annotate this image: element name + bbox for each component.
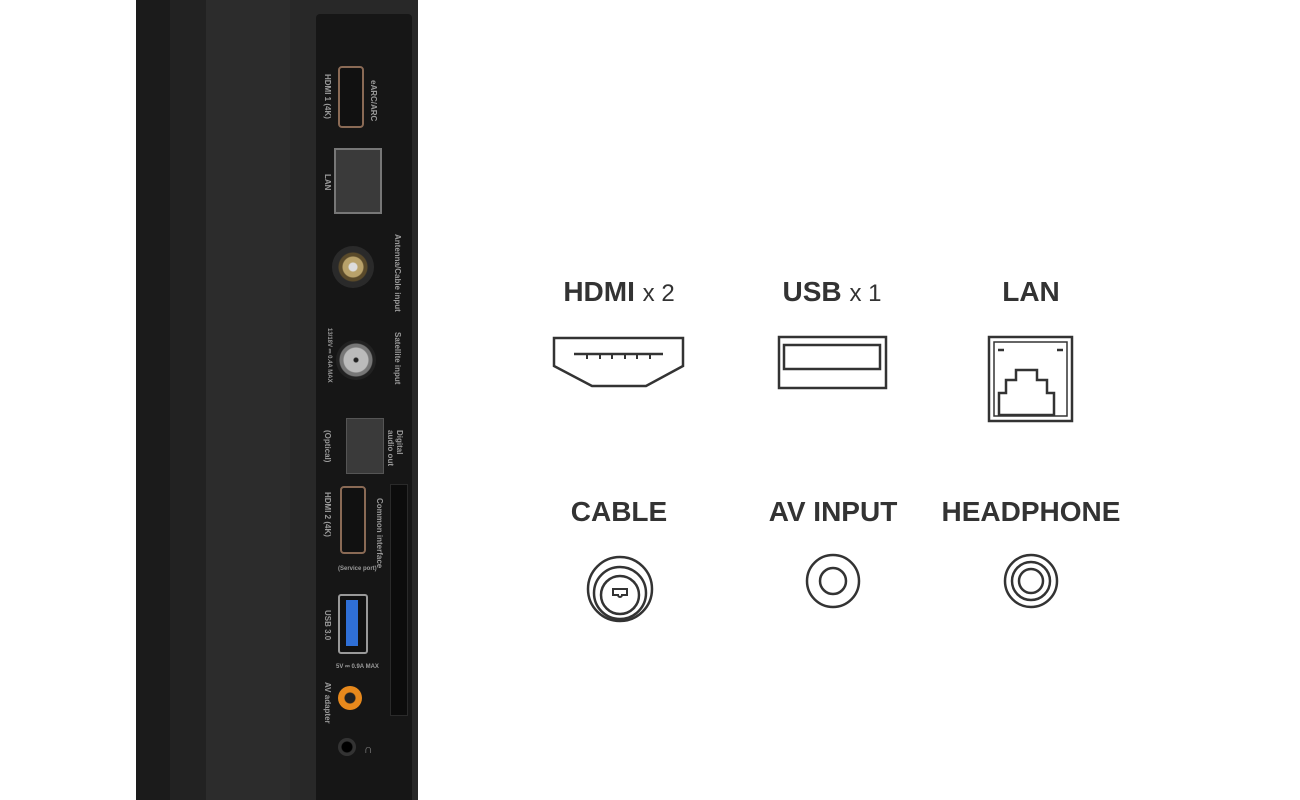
spec-name: HEADPHONE	[941, 496, 1121, 527]
spec-count: x 2	[642, 280, 675, 307]
optical-label: (Optical)	[323, 430, 332, 463]
usb-label: USB 3.0	[323, 610, 332, 641]
service-port-label: (Service port)	[338, 566, 377, 572]
usb-icon	[777, 335, 888, 390]
headphone-jack-icon	[1003, 553, 1059, 609]
spec-label-hdmi: HDMI x 2	[563, 276, 674, 308]
av-adapter-port	[338, 686, 362, 710]
satellite-port	[336, 340, 376, 380]
usb-power-label: 5V ⎓ 0.9A MAX	[336, 664, 379, 670]
antenna-label: Antenna/Cable input	[393, 234, 402, 312]
satellite-power-label: 13/18V ⎓ 0.4A MAX	[326, 328, 332, 383]
hdmi2-label: HDMI 2 (4K)	[323, 492, 332, 537]
spec-label-av-input: AV INPUT	[769, 496, 898, 528]
lan-port	[334, 148, 382, 214]
av-jack-icon	[805, 553, 861, 609]
spec-label-lan: LAN	[1002, 276, 1060, 308]
optical-port	[346, 418, 384, 474]
common-interface-label: Common interface	[375, 498, 384, 569]
coax-icon	[586, 555, 654, 623]
spec-label-cable: CABLE	[571, 496, 667, 528]
hdmi-icon	[552, 336, 685, 388]
spec-name: CABLE	[570, 496, 668, 527]
spec-name: HDMI	[563, 276, 635, 307]
port-inset: HDMI 1 (4K) eARC/ARC LAN Antenna/Cable i…	[316, 14, 412, 800]
headphone-port	[338, 738, 356, 756]
spec-label-usb: USB x 1	[783, 276, 882, 308]
hdmi1-port	[338, 66, 364, 128]
earc-label: eARC/ARC	[369, 80, 378, 122]
headphone-symbol-icon: ∩	[364, 742, 373, 756]
av-adapter-label: AV adapter	[323, 682, 332, 724]
tv-back-panel: HDMI 1 (4K) eARC/ARC LAN Antenna/Cable i…	[136, 0, 418, 800]
digital-audio-label: Digital audio out	[386, 430, 404, 466]
lan-label: LAN	[323, 174, 332, 191]
tv-frame-bezel	[170, 0, 207, 800]
spec-name: LAN	[1002, 276, 1060, 307]
spec-name: AV INPUT	[768, 496, 898, 527]
hdmi2-port	[340, 486, 366, 554]
common-interface-slot	[390, 484, 408, 716]
tv-back-cover	[206, 0, 290, 800]
antenna-port	[332, 246, 374, 288]
lan-icon	[987, 335, 1074, 423]
tv-frame-edge	[136, 0, 171, 800]
spec-label-headphone: HEADPHONE	[942, 496, 1121, 528]
hdmi1-label: HDMI 1 (4K)	[323, 74, 332, 119]
usb-port	[338, 594, 368, 654]
spec-name: USB	[782, 276, 842, 307]
spec-count: x 1	[849, 280, 882, 307]
satellite-label: Satellite input	[393, 332, 402, 385]
